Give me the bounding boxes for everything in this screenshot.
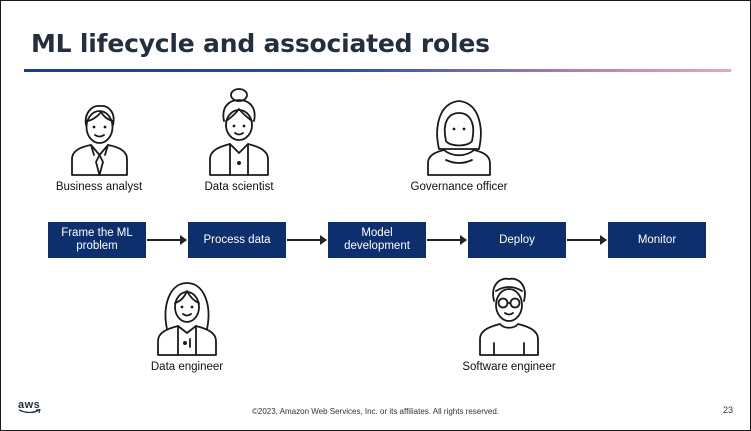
- step-process-data: Process data: [188, 222, 286, 258]
- title-divider: [24, 69, 731, 72]
- role-business-analyst: Business analyst: [51, 99, 147, 193]
- step-monitor: Monitor: [608, 222, 706, 258]
- step-model-development: Model development: [328, 222, 426, 258]
- role-data-engineer: Data engineer: [139, 279, 235, 373]
- page-number: 23: [722, 405, 733, 415]
- role-governance-officer: Governance officer: [401, 97, 517, 193]
- slide-title: ML lifecycle and associated roles: [31, 29, 490, 58]
- business-analyst-icon: [71, 105, 128, 176]
- governance-officer-label: Governance officer: [410, 181, 508, 193]
- business-analyst-label: Business analyst: [55, 181, 143, 193]
- data-scientist-icon: [209, 88, 269, 176]
- step-frame-ml-problem: Frame the ML problem: [48, 222, 146, 258]
- copyright-notice: ©2023, Amazon Web Services, Inc. or its …: [251, 407, 500, 416]
- aws-logo: aws: [18, 399, 42, 415]
- arrow-icon: [147, 235, 187, 245]
- role-software-engineer: Software engineer: [449, 273, 569, 373]
- ml-lifecycle-steps: Frame the ML problem Process data Model …: [48, 222, 708, 258]
- role-data-scientist: Data scientist: [191, 87, 287, 193]
- arrow-icon: [287, 235, 327, 245]
- aws-smile-icon: [18, 409, 41, 414]
- data-engineer-icon: [157, 282, 217, 356]
- arrow-icon: [427, 235, 467, 245]
- data-scientist-label: Data scientist: [204, 181, 274, 193]
- governance-officer-icon: [427, 100, 491, 176]
- data-engineer-label: Data engineer: [150, 361, 224, 373]
- software-engineer-label: Software engineer: [462, 361, 556, 373]
- step-deploy: Deploy: [468, 222, 566, 258]
- arrow-icon: [567, 235, 607, 245]
- software-engineer-icon: [479, 277, 539, 356]
